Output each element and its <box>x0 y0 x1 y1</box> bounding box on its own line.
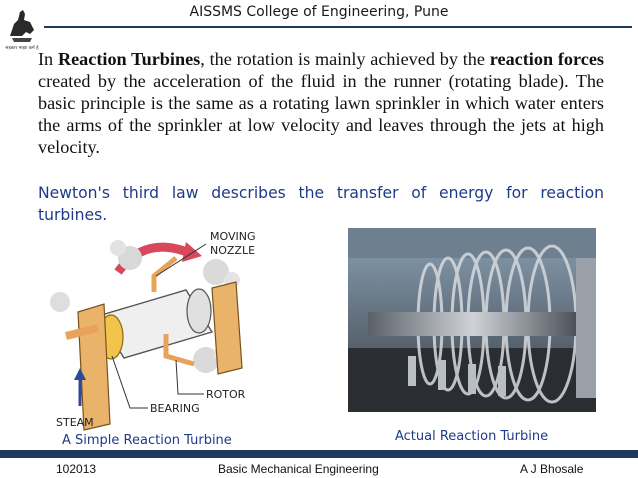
bold-term: Reaction Turbines <box>57 49 201 69</box>
actual-reaction-turbine-photo <box>348 228 596 412</box>
label-rotor: ROTOR <box>206 388 246 401</box>
footer-author: A J Bhosale <box>520 462 584 476</box>
reaction-turbine-paragraph: In Reaction Turbines, the rotation is ma… <box>38 48 604 158</box>
caption-simple-reaction-turbine: A Simple Reaction Turbine <box>62 433 232 448</box>
label-bearing: BEARING <box>150 402 200 415</box>
text-run: , the rotation is mainly achieved by the <box>200 49 490 69</box>
footer-course-code: 102013 <box>56 462 97 476</box>
header-divider <box>44 26 632 28</box>
simple-reaction-turbine-diagram: MOVING NOZZLE ROTOR BEARING STEAM <box>26 228 266 434</box>
text-run: created by the acceleration of the fluid… <box>38 71 604 157</box>
footer-subject: Basic Mechanical Engineering <box>218 462 379 476</box>
text-run: In <box>38 49 58 69</box>
header-title: AISSMS College of Engineering, Pune <box>189 4 449 20</box>
logo-motto: सहकार माझा कर्म हे <box>5 44 39 51</box>
newtons-law-paragraph: Newton's third law describes the transfe… <box>38 184 604 224</box>
bold-term: reaction forces <box>489 49 604 69</box>
label-moving: MOVING <box>210 230 255 243</box>
caption-actual-reaction-turbine: Actual Reaction Turbine <box>395 429 549 444</box>
footer-band <box>0 450 638 458</box>
label-steam: STEAM <box>56 416 94 429</box>
college-logo: सहकार माझा कर्म हे <box>5 10 39 51</box>
label-nozzle: NOZZLE <box>210 244 255 257</box>
